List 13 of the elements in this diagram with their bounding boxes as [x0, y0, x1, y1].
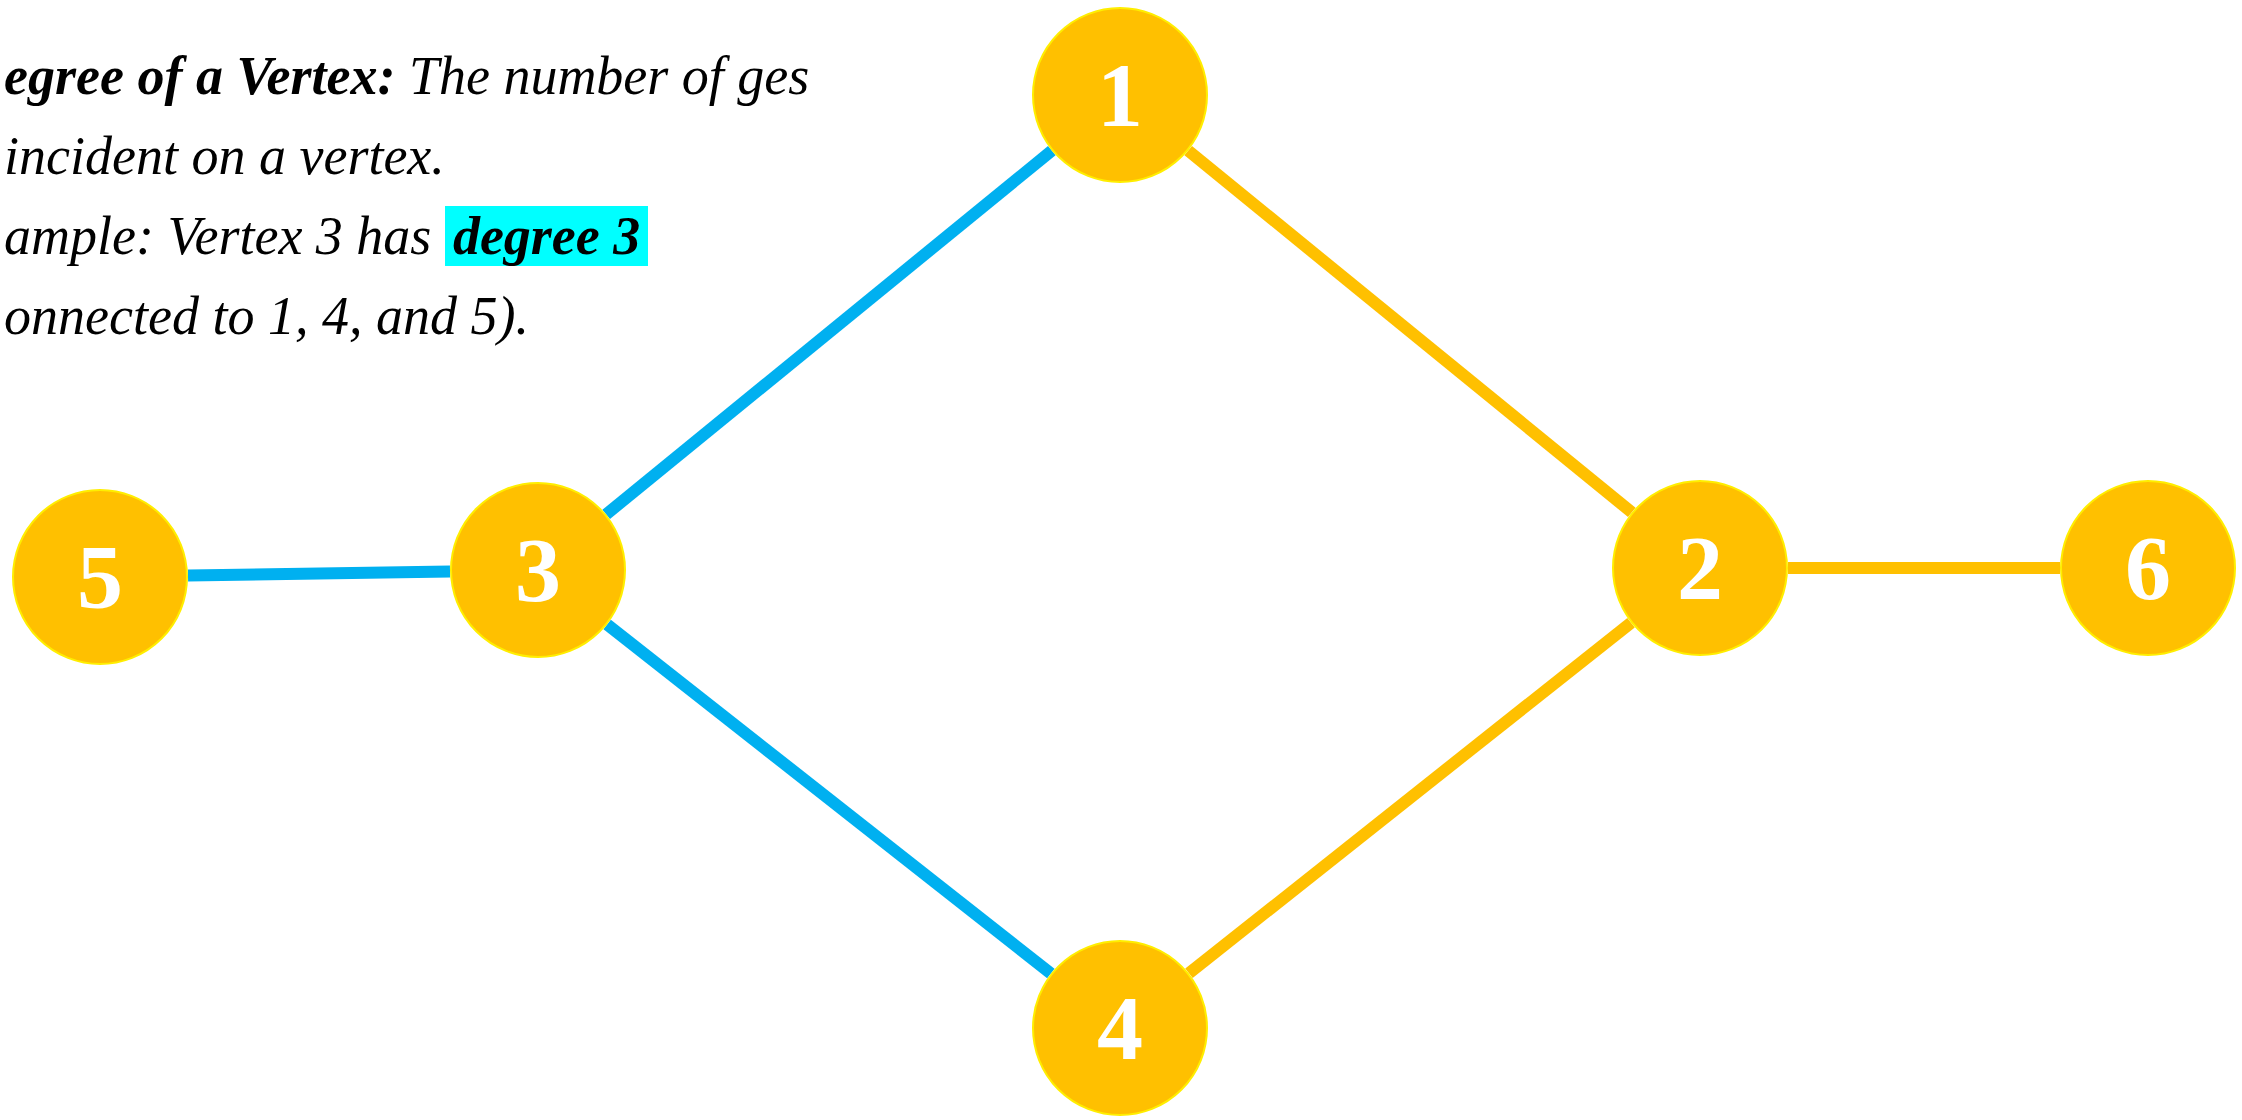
edge-line	[1184, 145, 1636, 518]
definition-text: egree of a Vertex: The number of ges incident on a vertex.	[4, 45, 811, 188]
edge-line	[187, 565, 451, 582]
vertex-number: 5	[77, 531, 123, 623]
edge-line	[1185, 618, 1635, 978]
definition-text: ample: Vertex 3 has degree 3 onnected to 1, 4, and 5).	[4, 196, 834, 356]
edge-line	[1788, 562, 2060, 574]
edge-line	[602, 146, 1056, 519]
vertex-number: 6	[2125, 522, 2171, 614]
vertex-number: 3	[515, 524, 561, 616]
vertex-number: 1	[1097, 49, 1143, 141]
vertex-number: 4	[1097, 982, 1143, 1074]
vertex-number: 2	[1677, 522, 1723, 614]
